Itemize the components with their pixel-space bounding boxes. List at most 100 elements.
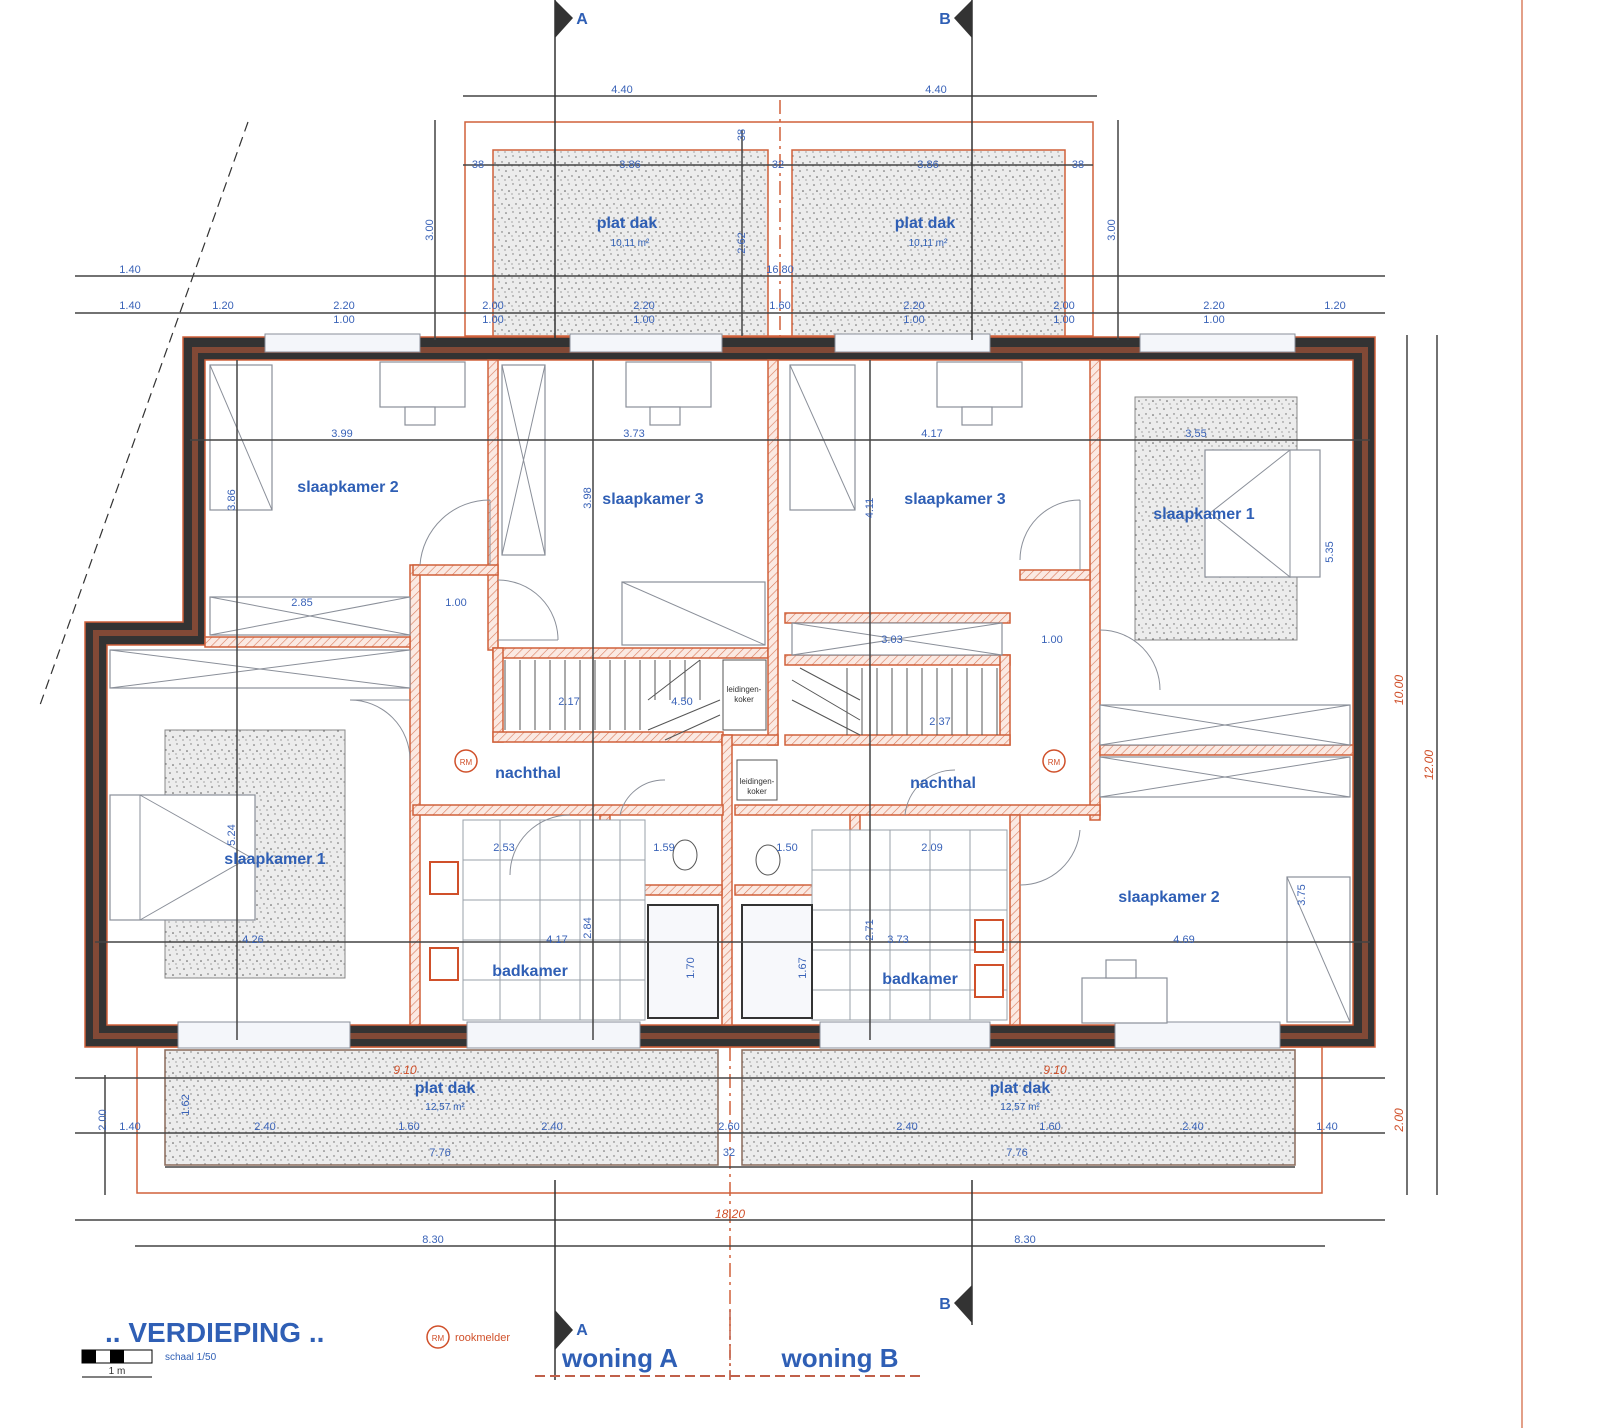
dim-label: 3.86 [917, 159, 938, 171]
room-label: slaapkamer 2 [1118, 889, 1220, 906]
scale-bar-label: 1 m [109, 1366, 126, 1377]
room-label: nachthal [910, 775, 976, 792]
dim-label: 9.10 [393, 1063, 417, 1077]
shaft-label: koker [747, 787, 767, 796]
dim-label: 1.60 [1039, 1121, 1060, 1133]
dim-label: 1.40 [119, 300, 140, 312]
smoke-detector-icon: RM [454, 749, 478, 773]
dim-label: 2.40 [254, 1121, 275, 1133]
dim-label: 3.73 [887, 934, 908, 946]
diagonal-boundary-line [39, 121, 249, 706]
dim-label: 3.86 [226, 489, 238, 510]
section-marker-a: A A [554, 0, 588, 1380]
dim-label: 3.03 [881, 634, 902, 646]
dim-label: 4.50 [671, 696, 692, 708]
dim-label: 2.00 [1053, 300, 1074, 312]
dim-label: 1.70 [685, 957, 697, 978]
unit-label-b: woning B [781, 1343, 899, 1373]
dim-label: 1.00 [1053, 314, 1074, 326]
dim-label: 4.17 [921, 428, 942, 440]
dim-label: 2.20 [1203, 300, 1224, 312]
dim-label: 1.62 [180, 1094, 192, 1115]
scale-bar: 1 m [81, 1349, 153, 1378]
section-label-a-top: A [576, 11, 588, 28]
dim-label: 1.00 [1203, 314, 1224, 326]
dim-label: 3.00 [424, 219, 436, 240]
dim-label: 4.40 [611, 84, 632, 96]
dim-label: 2.37 [929, 716, 950, 728]
dim-label: 9.10 [1043, 1063, 1067, 1077]
dim-label: 1.20 [212, 300, 233, 312]
dim-label: 32 [772, 159, 784, 171]
dim-label: 1.60 [769, 300, 790, 312]
dim-label: 7.76 [429, 1147, 450, 1159]
dim-label: 10.00 [1392, 675, 1406, 705]
dimension-lines [75, 95, 1438, 1247]
room-label: slaapkamer 3 [602, 491, 704, 508]
dim-label: 1.60 [398, 1121, 419, 1133]
roof-labels: plat dak 10,11 m² plat dak 10,11 m² plat… [415, 215, 1051, 1113]
drawing-title: .. VERDIEPING .. [105, 1317, 324, 1348]
room-label: badkamer [882, 971, 958, 988]
section-marker-b: B B [939, 0, 973, 1325]
room-label: nachthal [495, 765, 561, 782]
dim-label: 1.40 [119, 264, 140, 276]
roof-label: plat dak [990, 1080, 1051, 1097]
room-label: badkamer [492, 963, 568, 980]
dim-label: 1.00 [333, 314, 354, 326]
dim-label: 3.98 [582, 487, 594, 508]
roof-area: 10,11 m² [611, 238, 650, 249]
doors [349, 499, 1161, 886]
dim-label: 16.80 [766, 264, 794, 276]
section-label-b-top: B [939, 11, 951, 28]
dim-label: 4.26 [242, 934, 263, 946]
dim-label: 7.76 [1006, 1147, 1027, 1159]
dim-label: 2.40 [541, 1121, 562, 1133]
dim-label: 2.20 [333, 300, 354, 312]
section-label-b-bottom: B [939, 1296, 951, 1313]
windows [177, 333, 1296, 1049]
dim-label: 2.40 [896, 1121, 917, 1133]
dim-label: 1.40 [119, 1121, 140, 1133]
dim-label: 4.11 [864, 498, 876, 519]
furniture [109, 361, 1351, 1024]
dim-label: 2.84 [582, 917, 594, 938]
dim-label: 4.69 [1173, 934, 1194, 946]
dim-label: 2.20 [903, 300, 924, 312]
dim-label: 2.71 [864, 919, 876, 940]
dim-label: 38 [736, 129, 748, 141]
dim-label: 4.40 [925, 84, 946, 96]
roof-label: plat dak [597, 215, 658, 232]
roof-area: 10,11 m² [909, 238, 948, 249]
dim-label: 3.73 [623, 428, 644, 440]
room-label: slaapkamer 3 [904, 491, 1006, 508]
dim-label: 1.00 [482, 314, 503, 326]
unit-label-a: woning A [561, 1343, 678, 1373]
dim-label: 1.00 [445, 597, 466, 609]
dim-label: 18.20 [715, 1207, 745, 1221]
smoke-detector-icon: RM [1042, 749, 1066, 773]
dim-label: 8.30 [422, 1234, 443, 1246]
dim-label: 1.50 [776, 842, 797, 854]
dim-label: 5.24 [226, 824, 238, 845]
staircases [504, 659, 998, 801]
dim-label: 2.00 [1392, 1108, 1406, 1133]
dim-label: 2.00 [482, 300, 503, 312]
room-label: slaapkamer 1 [1153, 506, 1255, 523]
dim-label: 3.00 [1106, 219, 1118, 240]
dim-label: 32 [723, 1147, 735, 1159]
dim-label: 38 [1072, 159, 1084, 171]
dim-label: 1.00 [1041, 634, 1062, 646]
bathroom-tiles [429, 819, 1008, 1021]
dim-label: 2.40 [1182, 1121, 1203, 1133]
dim-label: 5.35 [1324, 541, 1336, 562]
dim-label: 3.99 [331, 428, 352, 440]
dim-label: 2.17 [558, 696, 579, 708]
roof-label: plat dak [415, 1080, 476, 1097]
dim-label: 2.00 [97, 1109, 109, 1130]
dim-label: 8.30 [1014, 1234, 1035, 1246]
dim-label: 2.09 [921, 842, 942, 854]
room-labels: slaapkamer 2 slaapkamer 3 slaapkamer 3 s… [224, 479, 1255, 988]
dim-label: 3.86 [619, 159, 640, 171]
